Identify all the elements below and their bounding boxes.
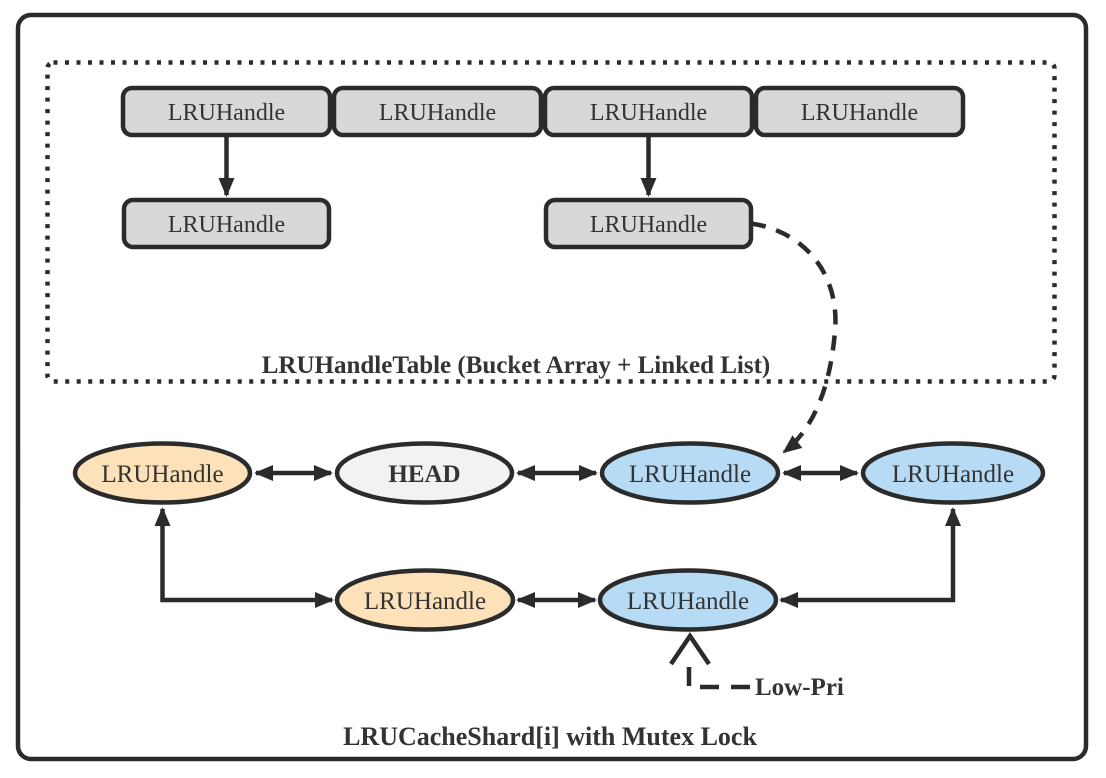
lru-list-row-1: LRUHandle HEAD LRUHandle LRUHandle xyxy=(72,441,1046,505)
lru-node-low-pri xyxy=(597,568,779,632)
bucket-box xyxy=(542,85,755,138)
bucket-array: LRUHandle LRUHandle LRUHandle LRUHandle xyxy=(120,85,966,138)
bucket-box xyxy=(120,85,333,138)
lru-node-label: LRUHandle xyxy=(627,588,749,615)
lru-node-label: LRUHandle xyxy=(892,461,1014,488)
low-pri-label: Low-Pri xyxy=(755,674,844,701)
bucket-box-label: LRUHandle xyxy=(379,100,496,126)
bucket-box-label: LRUHandle xyxy=(590,100,707,126)
bucket-box xyxy=(753,85,966,138)
hash-chain-nodes: LRUHandle LRUHandle xyxy=(121,197,754,250)
head-node-label: HEAD xyxy=(388,461,460,488)
lru-head-node xyxy=(334,441,515,505)
cache-shard-caption: LRUCacheShard[i] with Mutex Lock xyxy=(343,722,757,751)
list-wrap-arrow-right xyxy=(779,507,961,608)
bucket-box xyxy=(331,85,544,138)
lru-node-low-pri xyxy=(599,441,781,505)
chained-handle-label: LRUHandle xyxy=(590,212,707,238)
open-arrowhead-icon xyxy=(669,631,711,666)
chained-handle-label: LRUHandle xyxy=(168,212,285,238)
lru-node-label: LRUHandle xyxy=(101,461,223,488)
chained-handle-box xyxy=(121,197,332,250)
bucket-box-label: LRUHandle xyxy=(168,100,285,126)
hash-to-list-dashed-arrow xyxy=(750,221,838,454)
lru-node-high-pri xyxy=(334,568,516,632)
bucket-box-label: LRUHandle xyxy=(801,100,918,126)
low-pri-dashed-line xyxy=(686,667,750,690)
lru-node-low-pri xyxy=(860,441,1046,505)
lru-list-row-2: LRUHandle LRUHandle xyxy=(334,568,779,632)
hash-table-caption: LRUHandleTable (Bucket Array + Linked Li… xyxy=(262,352,771,379)
low-pri-annotation: Low-Pri xyxy=(669,631,844,701)
lru-node-high-pri xyxy=(72,441,253,505)
lru-node-label: LRUHandle xyxy=(629,461,751,488)
list-wrap-arrow-left xyxy=(154,507,334,608)
cache-shard-border xyxy=(15,12,1089,762)
lru-node-label: LRUHandle xyxy=(364,588,486,615)
hash-table-dotted-border xyxy=(45,60,1057,384)
